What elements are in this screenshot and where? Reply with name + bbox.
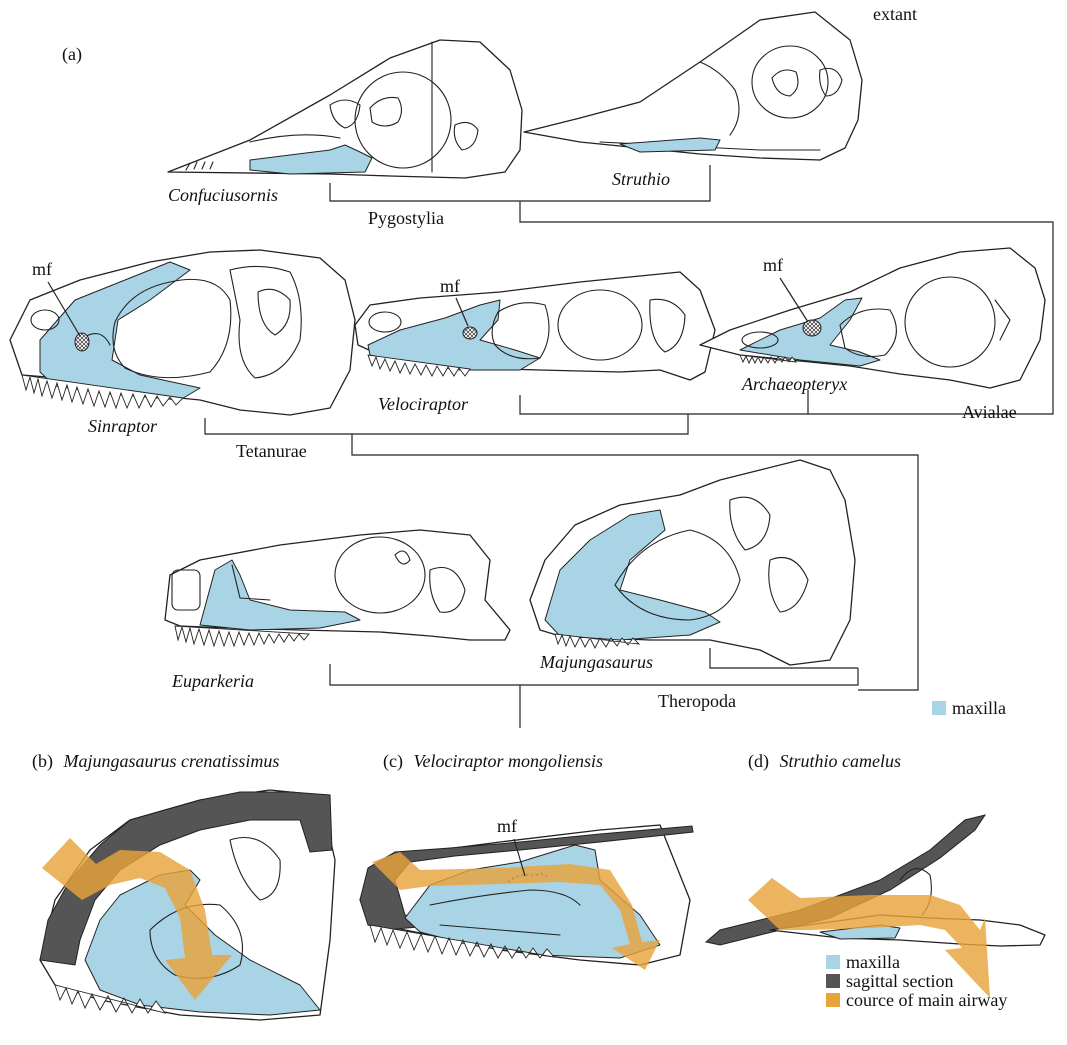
label-pygostylia: Pygostylia <box>368 208 444 228</box>
legend-top-maxilla-label: maxilla <box>952 698 1006 718</box>
majungasaurus-skull <box>530 460 855 665</box>
legend-bottom-section-label: sagittal section <box>846 971 953 991</box>
label-extant: extant <box>873 4 917 24</box>
label-mf-panel-c: mf <box>497 816 517 836</box>
legend-bottom-section-swatch <box>826 974 840 988</box>
archaeopteryx-skull <box>700 248 1045 388</box>
legend-bottom-maxilla-swatch <box>826 955 840 969</box>
panel-b-majungasaurus-section <box>40 790 335 1020</box>
label-theropoda: Theropoda <box>658 691 736 711</box>
legend-bottom-airway-swatch <box>826 993 840 1007</box>
tree-avialae-inner <box>520 395 955 414</box>
tree-tetanurae <box>205 414 688 434</box>
label-sinraptor: Sinraptor <box>88 416 158 436</box>
label-mf-archaeopteryx: mf <box>763 255 783 275</box>
panel-b-title: (b) Majungasaurus crenatissimus <box>32 751 279 772</box>
panel-c-velociraptor-section <box>360 825 693 970</box>
label-archaeopteryx: Archaeopteryx <box>741 374 847 394</box>
confuciusornis-skull <box>168 40 522 178</box>
label-velociraptor: Velociraptor <box>378 394 469 414</box>
euparkeria-skull <box>165 530 510 640</box>
panel-c-title: (c) Velociraptor mongoliensis <box>383 751 603 772</box>
legend-bottom-maxilla-label: maxilla <box>846 952 900 972</box>
label-euparkeria: Euparkeria <box>171 671 254 691</box>
label-struthio: Struthio <box>612 169 670 189</box>
label-mf-velociraptor: mf <box>440 276 460 296</box>
label-avialae: Avialae <box>962 402 1017 422</box>
label-mf-sinraptor: mf <box>32 259 52 279</box>
struthio-skull-top <box>524 12 862 160</box>
panel-a-label: (a) <box>62 44 82 65</box>
label-majungasaurus: Majungasaurus <box>539 652 653 672</box>
label-confuciusornis: Confuciusornis <box>168 185 278 205</box>
label-tetanurae: Tetanurae <box>236 441 307 461</box>
legend-top-maxilla-swatch <box>932 701 946 715</box>
panel-d-title: (d) Struthio camelus <box>748 751 901 772</box>
legend-bottom-airway-label: cource of main airway <box>846 990 1007 1010</box>
